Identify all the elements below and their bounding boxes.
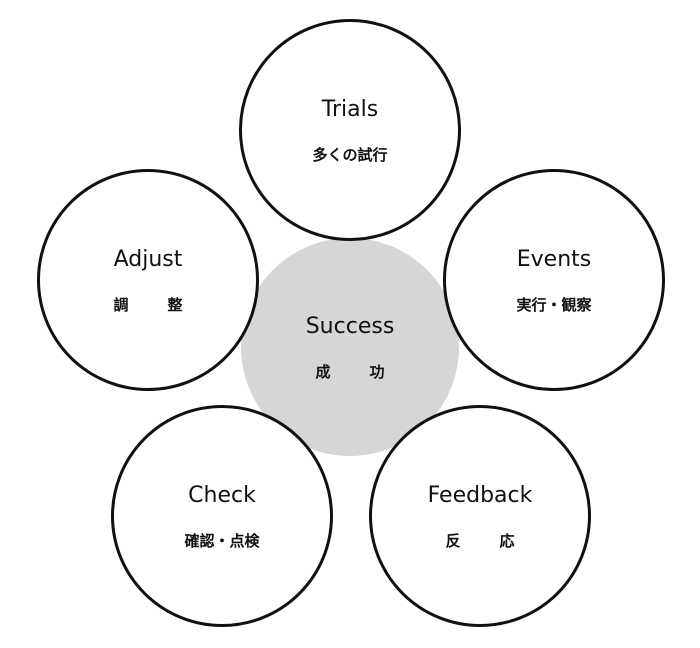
node-events: Events 実行・観察 [443, 169, 665, 391]
center-title: Success [305, 314, 395, 339]
node-events-subtitle: 実行・観察 [516, 296, 592, 314]
node-feedback: Feedback 反 応 [369, 405, 591, 627]
node-trials-subtitle: 多くの試行 [312, 146, 388, 164]
node-events-title: Events [516, 247, 592, 272]
node-feedback-subtitle: 反 応 [445, 532, 527, 550]
node-adjust: Adjust 調 整 [37, 169, 259, 391]
node-feedback-title: Feedback [427, 483, 533, 508]
node-check-subtitle: 確認・点検 [184, 532, 260, 550]
node-trials-title: Trials [321, 97, 379, 122]
center-subtitle: 成 功 [315, 363, 397, 381]
node-trials: Trials 多くの試行 [239, 19, 461, 241]
node-check-title: Check [188, 483, 256, 508]
node-adjust-title: Adjust [113, 247, 183, 272]
node-adjust-subtitle: 調 整 [113, 296, 195, 314]
node-check: Check 確認・点検 [111, 405, 333, 627]
